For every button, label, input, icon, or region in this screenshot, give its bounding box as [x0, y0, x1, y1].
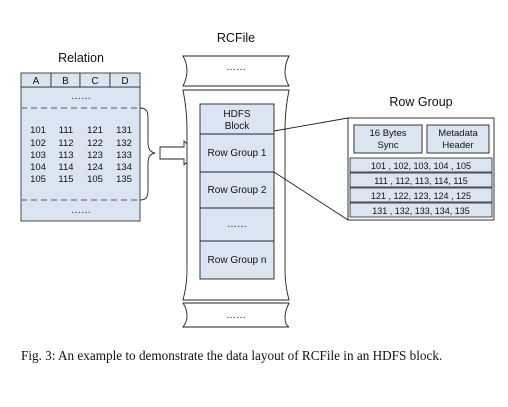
relation-table-body [20, 86, 141, 222]
column-header-d [109, 72, 141, 88]
cell-r2-a: 102 [30, 138, 46, 149]
rcfile-title: RCFile [217, 31, 255, 45]
zoom-line-bottom [273, 171, 349, 221]
cell-r1-d: 131 [116, 125, 132, 136]
row-group-ellipsis: …… [227, 219, 247, 230]
column-label-d: D [121, 76, 128, 87]
column-data-row-1 [349, 157, 493, 173]
column-data-text-3: 121 , 122, 123, 124 , 125 [371, 191, 471, 201]
sync-label-line2: Sync [377, 140, 398, 151]
row-group-title: Row Group [389, 95, 452, 109]
column-data-text-2: 111 , 112, 113, 114, 115 [374, 176, 468, 186]
cell-r1-c: 121 [87, 125, 103, 136]
column-data-text-1: 101 , 102, 103, 104 , 105 [371, 161, 471, 171]
column-data-row-3 [349, 187, 493, 203]
cell-r4-a: 104 [30, 162, 46, 173]
relation-rows: 101 111 121 131 102 112 122 132 103 113 … [30, 125, 132, 185]
metadata-label-line2: Header [442, 140, 473, 151]
cell-r3-d: 133 [116, 150, 132, 161]
rcfile-ellipsis-top: …… [226, 62, 246, 73]
cell-r1-a: 101 [30, 125, 46, 136]
hdfs-block-panel [199, 103, 275, 280]
figure-caption: Fig. 3: An example to demonstrate the da… [21, 348, 443, 363]
relation-ellipsis-bottom: …… [71, 205, 91, 216]
column-data-text-4: 131 , 132, 133, 134, 135 [372, 206, 470, 216]
cell-r5-d: 135 [116, 174, 132, 185]
rcfile-ellipsis-bottom: …… [226, 310, 246, 321]
rcfile-top-segment [182, 55, 290, 87]
cell-r3-c: 123 [87, 150, 103, 161]
column-label-b: B [62, 76, 69, 87]
cell-r4-b: 114 [58, 162, 73, 173]
cell-r2-d: 132 [116, 138, 132, 149]
cell-r1-b: 111 [59, 125, 73, 136]
cell-r2-b: 112 [58, 138, 73, 149]
relation-title: Relation [58, 51, 104, 65]
relation-ellipsis-top: …… [71, 91, 91, 102]
rcfile-bottom-segment [182, 302, 290, 328]
zoom-line-top [273, 117, 349, 132]
cell-r4-d: 134 [116, 162, 132, 173]
sync-box [353, 124, 423, 154]
column-label-c: C [91, 76, 98, 87]
column-data-row-4 [349, 202, 493, 218]
row-group-2-label: Row Group 2 [208, 185, 267, 196]
metadata-header-box [426, 124, 490, 154]
cell-r2-c: 122 [87, 138, 103, 149]
row-group-n-label: Row Group n [208, 255, 267, 266]
relation-header: A B C D [20, 72, 141, 88]
hdfs-block-label-line1: HDFS [223, 109, 251, 120]
cell-r3-a: 103 [30, 150, 46, 161]
cell-r4-c: 124 [87, 162, 103, 173]
sync-label-line1: 16 Bytes [370, 128, 407, 139]
column-label-a: A [33, 76, 40, 87]
cell-r5-c: 105 [87, 174, 103, 185]
row-group-1-label: Row Group 1 [208, 148, 267, 159]
column-data-row-2 [349, 172, 493, 188]
cell-r3-b: 113 [58, 150, 73, 161]
metadata-label-line1: Metadata [438, 128, 478, 139]
curly-brace [139, 107, 156, 201]
cell-r5-b: 115 [58, 174, 73, 185]
cell-r5-a: 105 [30, 174, 46, 185]
hdfs-block-label-line2: Block [225, 121, 250, 132]
